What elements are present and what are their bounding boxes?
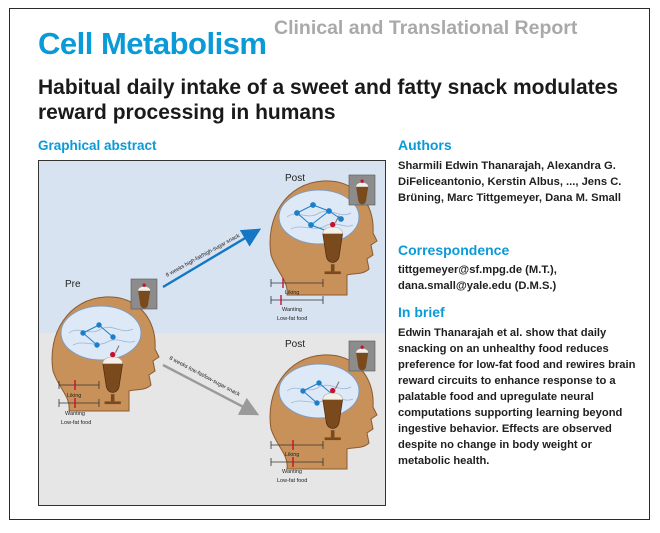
- post-bottom-food-cue-icon: [348, 340, 376, 372]
- graphical-abstract-heading: Graphical abstract: [38, 138, 157, 153]
- post-bottom-food-label: Low-fat food: [277, 478, 307, 484]
- post-top-wanting-label: Wanting: [282, 307, 302, 313]
- pre-head: [51, 296, 160, 412]
- page-frame: [9, 8, 650, 520]
- report-type: Clinical and Translational Report: [274, 17, 578, 39]
- post-top-liking-label: Liking: [285, 290, 299, 296]
- pre-wanting-label: Wanting: [65, 411, 85, 417]
- post-top-food-label: Low-fat food: [277, 316, 307, 322]
- in-brief-text: Edwin Thanarajah et al. show that daily …: [398, 327, 636, 467]
- authors-list: Sharmili Edwin Thanarajah, Alexandra G. …: [398, 160, 622, 204]
- article-title: Habitual daily intake of a sweet and fat…: [38, 76, 619, 124]
- journal-name: Cell Metabolism: [38, 26, 267, 61]
- post-bottom-ratings: Liking Wanting Low-fat food: [270, 440, 324, 484]
- correspondence-heading: Correspondence: [398, 242, 510, 258]
- in-brief-heading: In brief: [398, 304, 445, 320]
- low-fat-arrow: [162, 363, 260, 416]
- post-top-label: Post: [285, 173, 305, 184]
- pre-food-cue-icon: [130, 278, 158, 310]
- authors-heading: Authors: [398, 137, 452, 153]
- graphical-abstract: Pre Liking Wanting Low-fat food 8 weeks …: [38, 160, 386, 506]
- post-top-ratings: Liking Wanting Low-fat food: [270, 278, 324, 322]
- post-bottom-wanting-label: Wanting: [282, 469, 302, 475]
- high-fat-arrow: [162, 228, 262, 289]
- post-bottom-liking-label: Liking: [285, 452, 299, 458]
- graphical-abstract-figure: Pre Liking Wanting Low-fat food 8 weeks …: [39, 161, 385, 505]
- pre-label: Pre: [65, 279, 81, 290]
- pre-liking-label: Liking: [67, 393, 81, 399]
- correspondence-emails: tittgemeyer@sf.mpg.de (M.T.), dana.small…: [398, 264, 557, 292]
- pre-food-label: Low-fat food: [61, 420, 91, 426]
- post-top-food-cue-icon: [348, 174, 376, 206]
- pre-ratings: Liking Wanting Low-fat food: [58, 380, 100, 426]
- post-bottom-label: Post: [285, 339, 305, 350]
